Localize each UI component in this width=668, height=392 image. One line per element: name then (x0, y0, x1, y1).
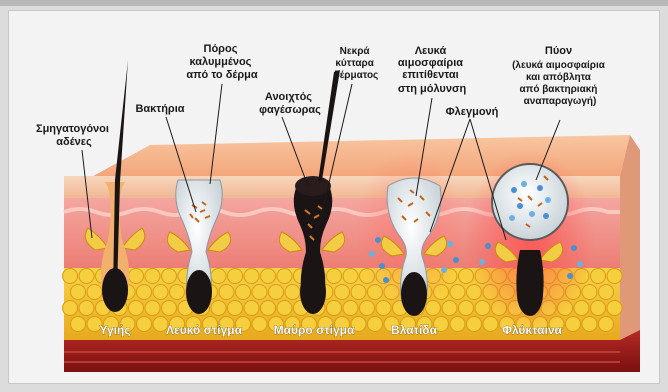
label-sweat-glands: Σμηγατογόνοι αδένες (36, 123, 112, 148)
fat-cell (219, 285, 234, 300)
label-white-cells: Λευκά αιμοσφαίρια επιτίθενται στη μόλυνσ… (398, 45, 467, 95)
fat-cell (582, 317, 597, 332)
fat-cell (129, 301, 144, 316)
fat-cell (269, 285, 284, 300)
fat-cell (71, 285, 86, 300)
fat-cell (327, 269, 342, 284)
stage-label-papule: Βλατίδα (391, 323, 438, 337)
side-face (620, 135, 640, 360)
fat-cell (335, 285, 350, 300)
fat-cell (153, 285, 168, 300)
stage-label-whitehead: Λευκό στίγμα (166, 323, 243, 337)
label-dead-cells: Νεκρά κύτταρα δέρματος (334, 46, 379, 81)
fat-cell (162, 301, 177, 316)
fat-cell (607, 301, 622, 316)
fat-cell (236, 285, 251, 300)
hair-bulb (517, 272, 543, 316)
fat-cell (591, 269, 606, 284)
fat-cell (450, 317, 465, 332)
fat-cell (129, 269, 144, 284)
fat-cell (459, 301, 474, 316)
fat-cell (252, 285, 267, 300)
fat-cell (566, 317, 581, 332)
fat-cell (261, 301, 276, 316)
fat-cell (79, 301, 94, 316)
hair-bulb (186, 270, 212, 314)
fat-cell (170, 285, 185, 300)
fat-cell (63, 301, 78, 316)
stage-label-pustule: Φλύκταινα (502, 323, 562, 337)
fat-cell (467, 317, 482, 332)
fat-cell (63, 269, 78, 284)
fat-cell (599, 285, 614, 300)
fat-cell (442, 301, 457, 316)
fat-cell (228, 301, 243, 316)
stage-label-blackhead: Μαύρο στίγμα (274, 323, 355, 337)
fat-cell (145, 269, 160, 284)
label-pore-covered: Πόρος καλυμμένος από το δέρμα (186, 43, 258, 81)
fat-cell (87, 285, 102, 300)
fat-cell (483, 317, 498, 332)
pus-sac (492, 164, 568, 240)
label-inflammation: Φλεγμονή (446, 106, 499, 118)
fat-cell (145, 301, 160, 316)
label-bacteria: Βακτήρια (135, 103, 184, 115)
fat-cell (277, 269, 292, 284)
fat-cell (244, 269, 259, 284)
fat-cell (137, 317, 152, 332)
label-pus: Πύον (λευκά αιμοσφαίρια και απόβλητα από… (512, 45, 608, 107)
fat-cell (343, 301, 358, 316)
fat-cell (261, 269, 276, 284)
hair-bulb (300, 270, 326, 314)
fat-cell (211, 269, 226, 284)
fat-cell (162, 269, 177, 284)
fat-cell (327, 301, 342, 316)
fat-cell (343, 269, 358, 284)
fat-cell (591, 301, 606, 316)
comedo-opening (295, 176, 331, 196)
fat-cell (450, 285, 465, 300)
fat-cell (277, 301, 292, 316)
fat-cell (228, 269, 243, 284)
fat-cell (211, 301, 226, 316)
fat-cell (368, 317, 383, 332)
fat-cell (599, 317, 614, 332)
hair-bulb (401, 272, 427, 316)
fat-cell (79, 269, 94, 284)
fat-cell (360, 301, 375, 316)
stage-label-healthy: Υγιής (99, 323, 130, 337)
fat-cell (137, 285, 152, 300)
label-open-comedo: Ανοιχτός φαγέσωρας (259, 91, 321, 116)
fat-cell (252, 317, 267, 332)
fat-cell (607, 269, 622, 284)
fat-cell (71, 317, 86, 332)
fat-cell (285, 285, 300, 300)
fat-cell (351, 285, 366, 300)
fat-cell (244, 301, 259, 316)
